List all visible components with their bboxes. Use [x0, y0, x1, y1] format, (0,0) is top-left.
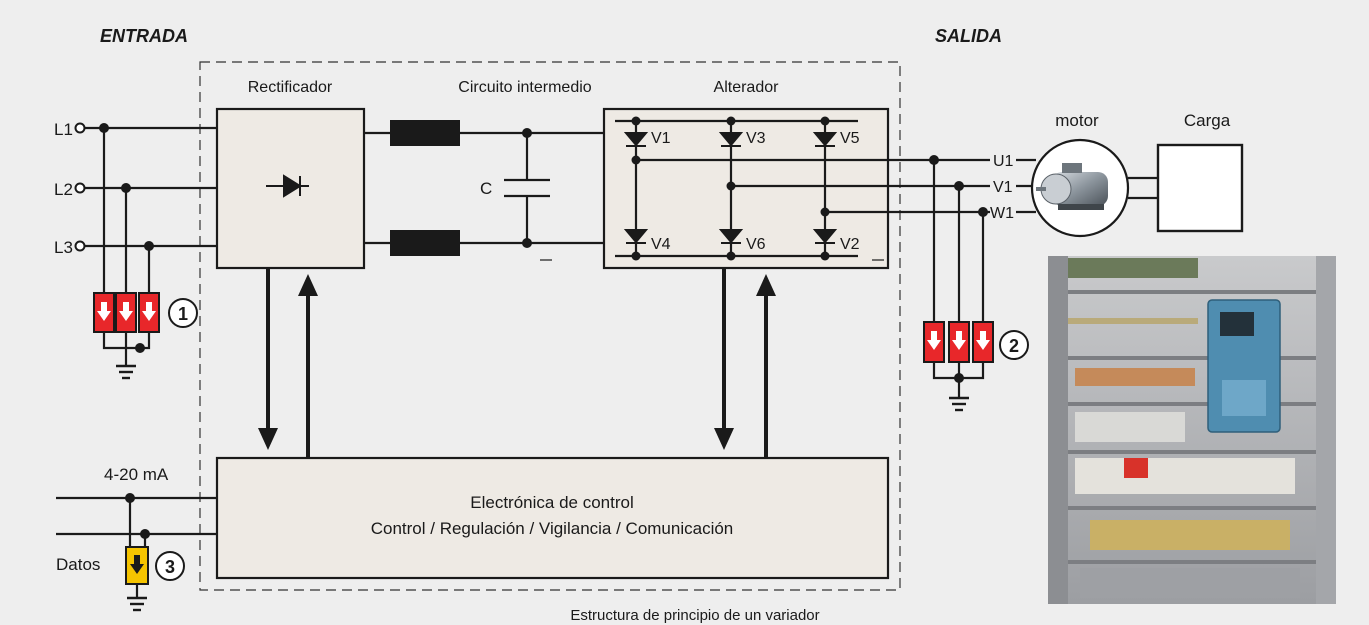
dc-link-wiring — [364, 131, 604, 245]
w1-label: W1 — [990, 205, 1014, 222]
rectifier-label: Rectificador — [248, 79, 333, 96]
surge-arrester-group-2 — [923, 321, 994, 363]
v1-label: V1 — [993, 179, 1013, 196]
valve-v1-label: V1 — [651, 130, 671, 147]
input-heading: ENTRADA — [100, 26, 188, 46]
u1-label: U1 — [993, 153, 1014, 170]
diode-icon — [266, 174, 309, 198]
ground-icon — [116, 364, 136, 380]
valve-v4-label: V4 — [651, 236, 671, 253]
marker-3 — [155, 551, 185, 581]
l1-terminal — [74, 122, 86, 134]
marker-3-label: 3 — [165, 557, 175, 577]
ground-icon — [949, 396, 969, 412]
marker-2-label: 2 — [1009, 336, 1019, 356]
inverter-block — [602, 107, 890, 270]
thyristor-icons — [623, 132, 838, 244]
surge-arrester-group-1 — [93, 292, 160, 333]
inverter-label: Alterador — [714, 79, 780, 96]
choke-top — [390, 120, 460, 146]
input-junctions — [99, 123, 154, 353]
signal-arrows — [266, 268, 768, 458]
signal-junction — [125, 493, 135, 503]
control-cabinet-photo — [1048, 256, 1336, 604]
choke-bottom — [390, 230, 460, 256]
inverter-junctions — [631, 116, 830, 261]
l1-label: L1 — [54, 120, 73, 139]
dc-junction — [522, 238, 532, 248]
marker-1-label: 1 — [178, 304, 188, 324]
valve-v6-label: V6 — [746, 236, 766, 253]
control-block — [215, 456, 890, 580]
marker-1 — [168, 298, 198, 328]
motor-label: motor — [1055, 111, 1099, 130]
surge-arrester-3 — [125, 546, 149, 585]
l2-label: L2 — [54, 180, 73, 199]
capacitor-label: C — [480, 179, 492, 198]
motor-photo — [1036, 163, 1108, 210]
dc-junction — [522, 128, 532, 138]
signal-junction — [140, 529, 150, 539]
control-functions: Control / Regulación / Vigilancia / Comu… — [371, 519, 734, 538]
output-heading: SALIDA — [935, 26, 1002, 46]
l2-terminal — [74, 182, 86, 194]
l3-label: L3 — [54, 238, 73, 257]
control-title: Electrónica de control — [470, 493, 633, 512]
load-label: Carga — [1184, 111, 1231, 130]
load-block — [1156, 143, 1244, 233]
output-junctions — [929, 155, 988, 383]
data-signal-label: Datos — [56, 555, 100, 574]
converter-boundary — [199, 61, 901, 591]
arrowheads — [258, 274, 776, 450]
ground-icon — [127, 596, 147, 612]
caption: Estructura de principio de un variador — [570, 607, 819, 624]
valve-v2-label: V2 — [840, 236, 860, 253]
valve-v5-label: V5 — [840, 130, 860, 147]
l3-terminal — [74, 240, 86, 252]
marker-2 — [999, 330, 1029, 360]
dc-link-label: Circuito intermedio — [458, 79, 591, 96]
valve-v3-label: V3 — [746, 130, 766, 147]
analog-signal-label: 4-20 mA — [104, 465, 169, 484]
